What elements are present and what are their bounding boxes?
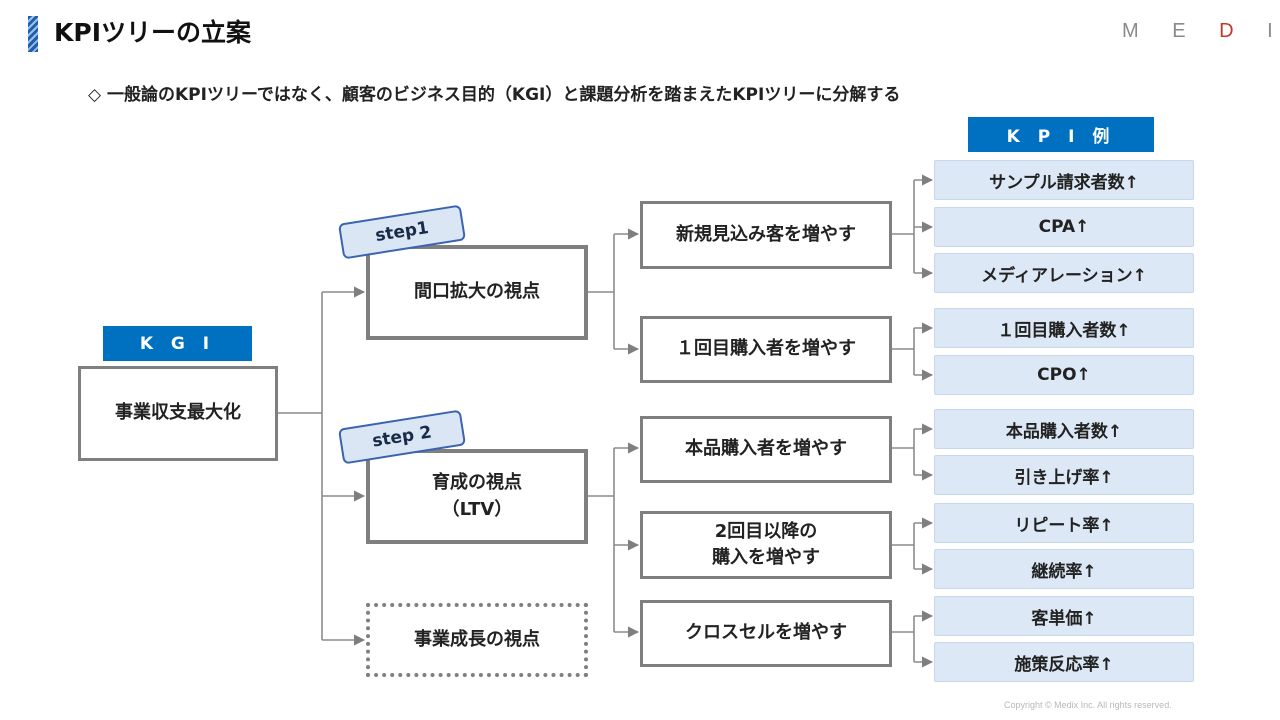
kpi-cpa: CPA↑ xyxy=(934,207,1194,247)
viewpoint-nurture-line2: （LTV） xyxy=(441,498,513,520)
kpi-response-rate: 施策反応率↑ xyxy=(934,642,1194,682)
kpi-retention-rate: 継続率↑ xyxy=(934,549,1194,589)
action-repeat: 2回目以降の 購入を増やす xyxy=(640,511,892,579)
kpi-first-buyers-count: １回目購入者数↑ xyxy=(934,308,1194,348)
viewpoint-nurture: 育成の視点 （LTV） xyxy=(366,449,588,544)
action-main-buyers: 本品購入者を増やす xyxy=(640,416,892,483)
kgi-box: 事業収支最大化 xyxy=(78,366,278,461)
brand-logo: M E D I X xyxy=(1122,20,1280,42)
kpi-media-relations: メディアレーション↑ xyxy=(934,253,1194,293)
action-new-prospects: 新規見込み客を増やす xyxy=(640,201,892,269)
viewpoint-expansion: 間口拡大の視点 xyxy=(366,245,588,340)
title-accent-bar xyxy=(28,16,38,52)
action-first-buyers: １回目購入者を増やす xyxy=(640,316,892,383)
kpi-upgrade-rate: 引き上げ率↑ xyxy=(934,455,1194,495)
kpi-cpo: CPO↑ xyxy=(934,355,1194,395)
kpi-sample-requests: サンプル請求者数↑ xyxy=(934,160,1194,200)
action-cross-sell: クロスセルを増やす xyxy=(640,600,892,667)
kpi-header: K P I 例 xyxy=(968,117,1154,152)
kpi-unit-price: 客単価↑ xyxy=(934,596,1194,636)
viewpoint-nurture-line1: 育成の視点 xyxy=(432,472,522,494)
kgi-header: K G I xyxy=(103,326,252,361)
kpi-main-buyers-count: 本品購入者数↑ xyxy=(934,409,1194,449)
copyright-footer: Copyright © Medix Inc. All rights reserv… xyxy=(1004,700,1172,710)
page-title: KPIツリーの立案 xyxy=(54,18,251,47)
page-subtitle: ◇ 一般論のKPIツリーではなく、顧客のビジネス目的（KGI）と課題分析を踏まえ… xyxy=(88,85,901,105)
kpi-repeat-rate: リピート率↑ xyxy=(934,503,1194,543)
action-repeat-line1: 2回目以降の xyxy=(714,520,818,542)
action-repeat-line2: 購入を増やす xyxy=(712,547,820,568)
viewpoint-growth: 事業成長の視点 xyxy=(366,603,588,677)
